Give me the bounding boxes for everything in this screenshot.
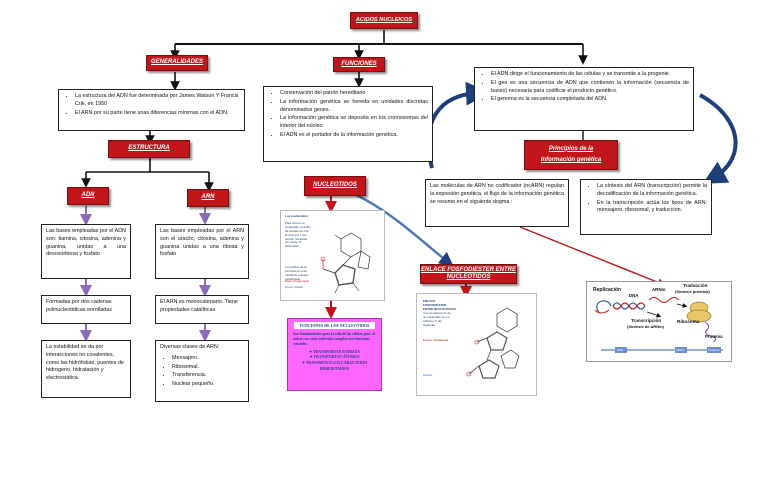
list-item: El genoma es la secuencia completada del… — [491, 96, 689, 104]
generalidades-box: La estructura del ADN fue determinada po… — [58, 89, 245, 131]
list-item: Transferencia. — [172, 372, 244, 380]
list-item: ✦ TRANSPORTAN ENERGÍA — [308, 349, 361, 354]
arn-monocatenario-box: El ARN es monocatenario. Tiene propiedad… — [155, 295, 249, 324]
list-item: Conservación del patrón hereditario — [280, 90, 428, 98]
title-box: ACIDOS NUCLEICOS — [350, 12, 418, 29]
estructura-label: ESTRUCTURA — [108, 140, 190, 158]
adn-label: ADN — [67, 187, 109, 205]
adn-cadenas-box: Formadas por dos cadenas polinucleotidic… — [41, 295, 131, 324]
list-item: La síntesis del ARN (transcripción) perm… — [597, 183, 707, 199]
dogma-graphic — [594, 297, 723, 353]
adn-estabilidad-box: La estabilidad se da por interacciones n… — [41, 340, 131, 398]
nucleotide-image: Los nucleótidos Para formar un nucleótid… — [280, 210, 385, 301]
list-item: La información genética se deposita en l… — [280, 115, 428, 131]
list-item: ✦ TRANSMITEN LOS CARACTERES HEREDITARIOS — [301, 360, 368, 371]
list-item: Ribosomal. — [172, 364, 244, 372]
arn-clases-box: Diversas clases de ARN: Mensajero. Ribos… — [155, 340, 249, 402]
funciones-label: FUNCIONES — [333, 57, 385, 72]
moleculas-box: Las moléculas de ARN no codificador (ncA… — [425, 179, 569, 227]
arn-label: ARN — [187, 189, 229, 207]
generalidades-label: GENERALIDADES — [146, 55, 208, 71]
list-item: La estructura del ADN fue determinada po… — [75, 93, 240, 109]
enlace-label: ENLACE FOSFODIESTER ENTRE NUCLEOTIDOS — [420, 264, 517, 284]
adn-dirige-box: El ADN dirige el funcionamiento de las c… — [474, 67, 694, 131]
list-item: Mensajero. — [172, 355, 244, 363]
enlace-image: ENLACE FOSFODIESTER ENTRE NUCLEOTIDOS Un… — [416, 293, 537, 396]
principios-label: Principios de la Información genética — [524, 140, 618, 170]
dogma-image: Replicación DNA ARNm Traducción (Síntesi… — [586, 281, 732, 362]
molecule-icon — [320, 232, 371, 294]
molecule-icon — [466, 307, 520, 379]
list-item: ✦ TRANSPORTAN ÁTOMOS — [309, 355, 360, 360]
sintesis-box: La síntesis del ARN (transcripción) perm… — [580, 179, 712, 235]
list-item: La información genética se hereda en uni… — [280, 99, 428, 115]
list-item: El gen es una secuencia de ADN que conti… — [491, 80, 689, 96]
list-item: El ADN es el portador de la información … — [280, 132, 428, 140]
list-item: El ARN por su parte tiene unas diferenci… — [75, 110, 240, 118]
list-item: En la transcripción actúa los tipos de A… — [597, 200, 707, 216]
list-item: El ADN dirige el funcionamiento de las c… — [491, 71, 689, 79]
funciones-box: Conservación del patrón hereditario La i… — [263, 86, 433, 162]
list-item: Nuclear pequeño. — [172, 381, 244, 389]
funciones-nucleotidos-box: FUNCIONES DE LOS NUCLEOTIDOS Son fundame… — [287, 318, 382, 391]
title: ACIDOS NUCLEICOS — [355, 17, 413, 23]
arn-bases-box: Las bases empleadas por el ARN son el ur… — [155, 224, 249, 279]
adn-bases-box: Las bases empleadas por el ADN son: tiam… — [41, 224, 131, 279]
nucleotidos-label: NUCLEOTIDOS — [304, 176, 366, 196]
